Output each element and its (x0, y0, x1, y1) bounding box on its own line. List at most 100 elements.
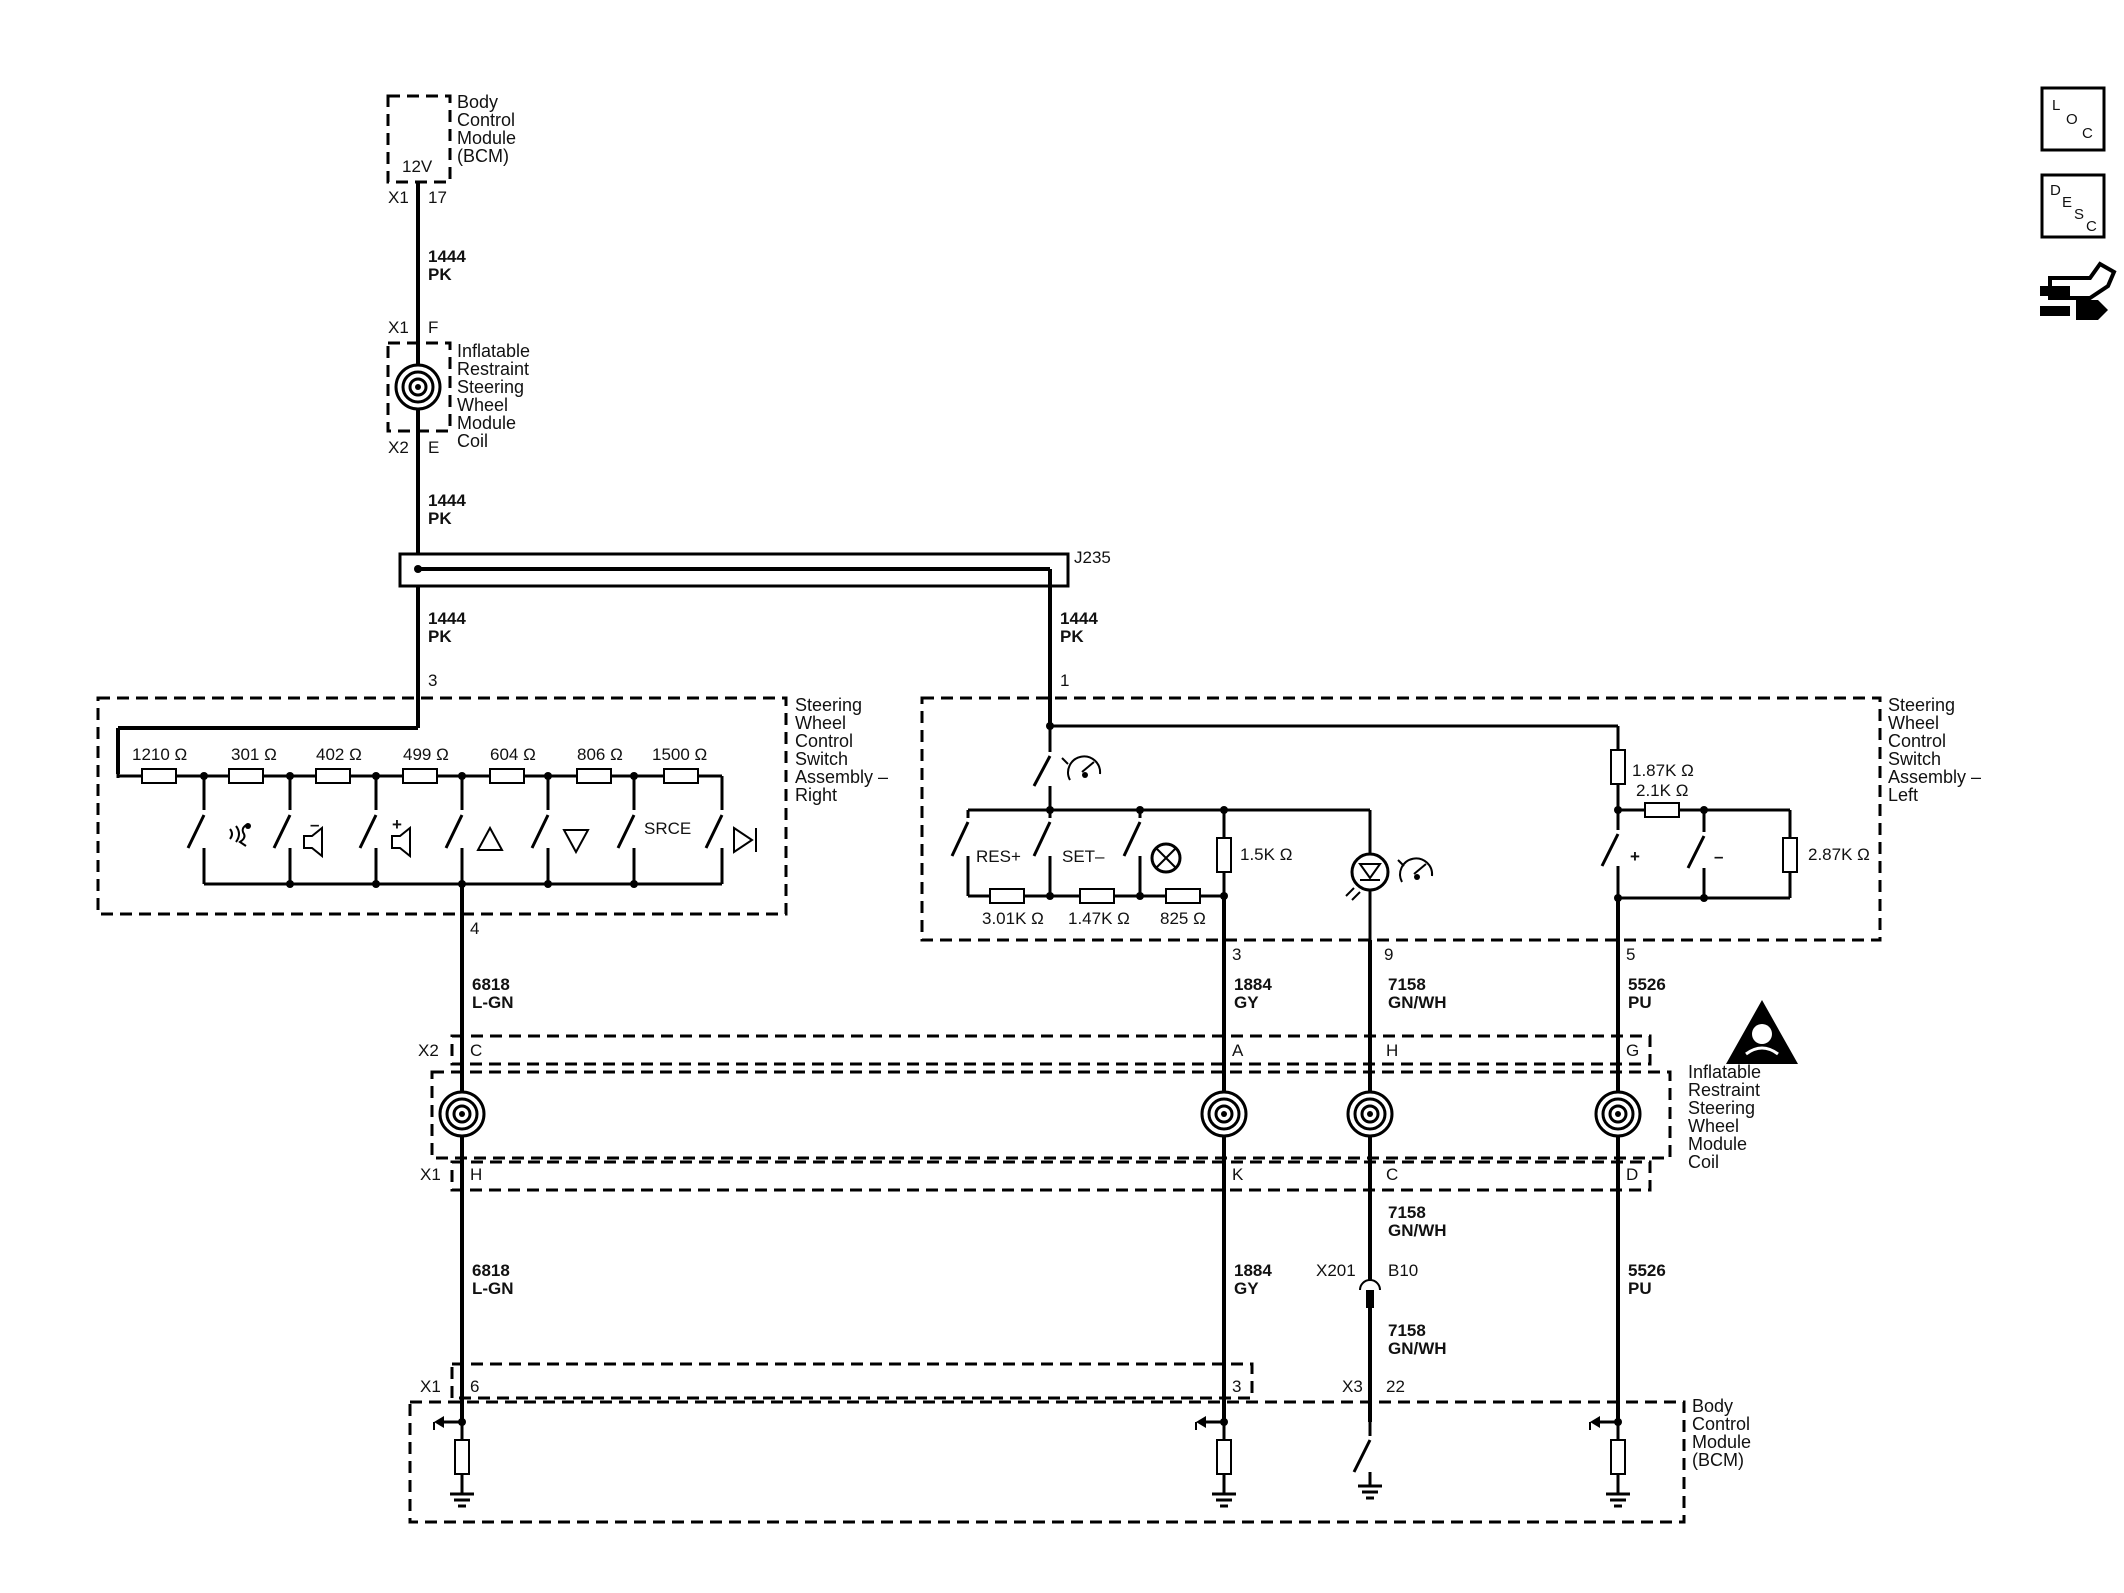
voice-recognition-icon (229, 823, 251, 847)
r-15k-label: 1.5K Ω (1240, 845, 1292, 864)
r-21k-label: 2.1K Ω (1636, 781, 1688, 800)
coil-bot-bot-pin-d: D (1626, 1165, 1638, 1184)
connector-view-button[interactable] (2040, 261, 2117, 320)
bcm-bottom-pin22: 22 (1386, 1377, 1405, 1396)
coil-bot-x1: X1 (420, 1165, 441, 1184)
bcm-top-voltage: 12V (402, 157, 433, 176)
wire-1444-d-color: PK (1060, 627, 1084, 646)
coil-top-conn-top: X1 (388, 318, 409, 337)
wire-1884-mid-color: GY (1234, 993, 1259, 1012)
x201-pin: B10 (1388, 1261, 1418, 1280)
plus-label: + (1630, 847, 1640, 866)
wire-1884-low-color: GY (1234, 1279, 1259, 1298)
wire-5526-mid-circuit: 5526 (1628, 975, 1666, 994)
bcm-top-pin: 17 (428, 188, 447, 207)
desc-letter-2: E (2062, 194, 2072, 211)
coil-bot-top-pin-a: A (1232, 1041, 1244, 1060)
loc-letter-2: O (2066, 111, 2078, 128)
bcm-bottom-x3: X3 (1342, 1377, 1363, 1396)
wire-1444-c-circuit: 1444 (428, 609, 466, 628)
switch-right-out-pin: 4 (470, 919, 479, 938)
coil-bot-bot-pin-h: H (470, 1165, 482, 1184)
wire-5526-low-circuit: 5526 (1628, 1261, 1666, 1280)
set-minus-label: SET– (1062, 847, 1105, 866)
loc-letter-3: C (2082, 125, 2093, 142)
wire-1444-b-circuit: 1444 (428, 491, 466, 510)
coil-bot-x2: X2 (418, 1041, 439, 1060)
wire-1444-c-color: PK (428, 627, 452, 646)
volume-down-icon: – (303, 815, 323, 859)
coil-bot-top-pin-c: C (470, 1041, 482, 1060)
res-right-1: 1210 Ω (132, 745, 187, 764)
inline-connector-x201: X201 B10 (1316, 1261, 1418, 1308)
r-147k-label: 1.47K Ω (1068, 909, 1130, 928)
wire-1444-a-circuit: 1444 (428, 247, 466, 266)
res-right-2: 301 Ω (231, 745, 277, 764)
coil-bot-bot-pin-c: C (1386, 1165, 1398, 1184)
res-right-7: 1500 Ω (652, 745, 707, 764)
cruise-control-icon (1061, 755, 1102, 781)
bcm-top-connector: X1 (388, 188, 409, 207)
wire-1444-d-circuit: 1444 (1060, 609, 1098, 628)
resistor-ladder (141, 768, 699, 784)
clockspring-icon (1346, 1090, 1394, 1138)
bcm-bottom-x1: X1 (420, 1377, 441, 1396)
r-287k-label: 2.87K Ω (1808, 845, 1870, 864)
desc-letter-3: S (2074, 206, 2084, 223)
desc-button[interactable]: D E S C (2040, 173, 2106, 239)
cruise-indicator-symbol-icon (1397, 857, 1434, 883)
srce-label: SRCE (644, 819, 691, 838)
desc-letter-4: C (2086, 218, 2097, 235)
wire-6818-low-circuit: 6818 (472, 1261, 510, 1280)
wire-7158-low-b-color: GN/WH (1388, 1339, 1447, 1358)
bcm-bottom-pin6: 6 (470, 1377, 479, 1396)
wire-7158-low-b-circuit: 7158 (1388, 1321, 1426, 1340)
svg-text:–: – (310, 815, 319, 834)
wire-7158-mid-color: GN/WH (1388, 993, 1447, 1012)
r-187k-label: 1.87K Ω (1632, 761, 1694, 780)
wire-5526-mid-color: PU (1628, 993, 1652, 1012)
res-right-5: 604 Ω (490, 745, 536, 764)
clockspring-icon (1200, 1090, 1248, 1138)
wire-7158-low-a-color: GN/WH (1388, 1221, 1447, 1240)
loc-button[interactable]: L O C (2040, 86, 2106, 152)
splice-j235: J235 (398, 548, 1111, 588)
wire-1884-low-circuit: 1884 (1234, 1261, 1272, 1280)
connector-icon (2040, 261, 2117, 320)
x201-label: X201 (1316, 1261, 1356, 1280)
splice-label: J235 (1074, 548, 1111, 567)
switch-left-pin5: 5 (1626, 945, 1635, 964)
res-right-6: 806 Ω (577, 745, 623, 764)
airbag-warning-icon (1726, 1000, 1798, 1064)
wire-1444-b-color: PK (428, 509, 452, 528)
coil-bot-bot-pin-k: K (1232, 1165, 1244, 1184)
cancel-icon (1150, 842, 1182, 874)
wire-1444-d-pin: 1 (1060, 671, 1069, 690)
wire-7158-mid-circuit: 7158 (1388, 975, 1426, 994)
volume-up-icon: + (391, 815, 411, 859)
res-plus-label: RES+ (976, 847, 1021, 866)
wire-7158-low-a-circuit: 7158 (1388, 1203, 1426, 1222)
coil-bot-top-pin-h: H (1386, 1041, 1398, 1060)
coil-bot-top-pin-g: G (1626, 1041, 1639, 1060)
switch-left-pin9: 9 (1384, 945, 1393, 964)
res-right-4: 499 Ω (403, 745, 449, 764)
wire-6818-low-color: L-GN (472, 1279, 514, 1298)
wire-1444-c-pin: 3 (428, 671, 437, 690)
clockspring-icon (1594, 1090, 1642, 1138)
res-right-3: 402 Ω (316, 745, 362, 764)
wire-1884-mid-circuit: 1884 (1234, 975, 1272, 994)
switch-left-pin3: 3 (1232, 945, 1241, 964)
coil-top-pin-top: F (428, 318, 438, 337)
loc-letter-1: L (2052, 97, 2060, 114)
